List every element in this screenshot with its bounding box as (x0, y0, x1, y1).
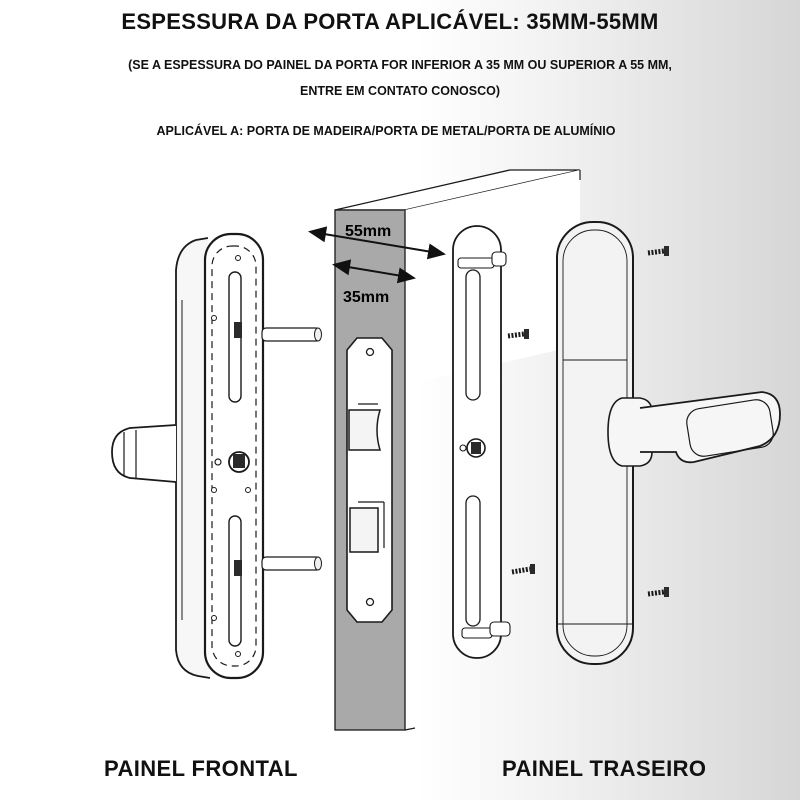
rear-panel (556, 221, 781, 665)
dimension-55mm: 55mm (345, 223, 391, 240)
double-arrow-icon (308, 226, 446, 260)
dead-bolt (349, 507, 379, 553)
rear-mounting-plate (452, 225, 511, 659)
screw-icon (647, 246, 669, 256)
front-handle-lever (111, 424, 177, 483)
screw-icon (507, 329, 529, 339)
applicable-materials: APLICÁVEL A: PORTA DE MADEIRA/PORTA DE M… (156, 124, 616, 138)
screw-icon (511, 564, 535, 575)
pin-icon (261, 556, 322, 571)
page-title: ESPESSURA DA PORTA APLICÁVEL: 35MM-55MM (121, 9, 659, 34)
screw-icon (647, 587, 669, 597)
pin-icon (261, 327, 322, 342)
thickness-note-line2: ENTRE EM CONTATO CONOSCO) (300, 84, 500, 98)
screw-hole-bottom (365, 597, 375, 607)
latch-bolt (348, 409, 382, 451)
rear-panel-label: PAINEL TRASEIRO (502, 756, 707, 781)
double-arrow-icon (332, 259, 416, 284)
front-panel (111, 232, 265, 680)
thickness-note-line1: (SE A ESPESSURA DO PAINEL DA PORTA FOR I… (128, 58, 672, 72)
rear-handle-lever (639, 391, 781, 464)
mortise-lock-body (346, 337, 393, 623)
dimension-35mm: 35mm (343, 289, 389, 306)
screw-hole-top (365, 347, 375, 357)
front-panel-label: PAINEL FRONTAL (104, 756, 298, 781)
